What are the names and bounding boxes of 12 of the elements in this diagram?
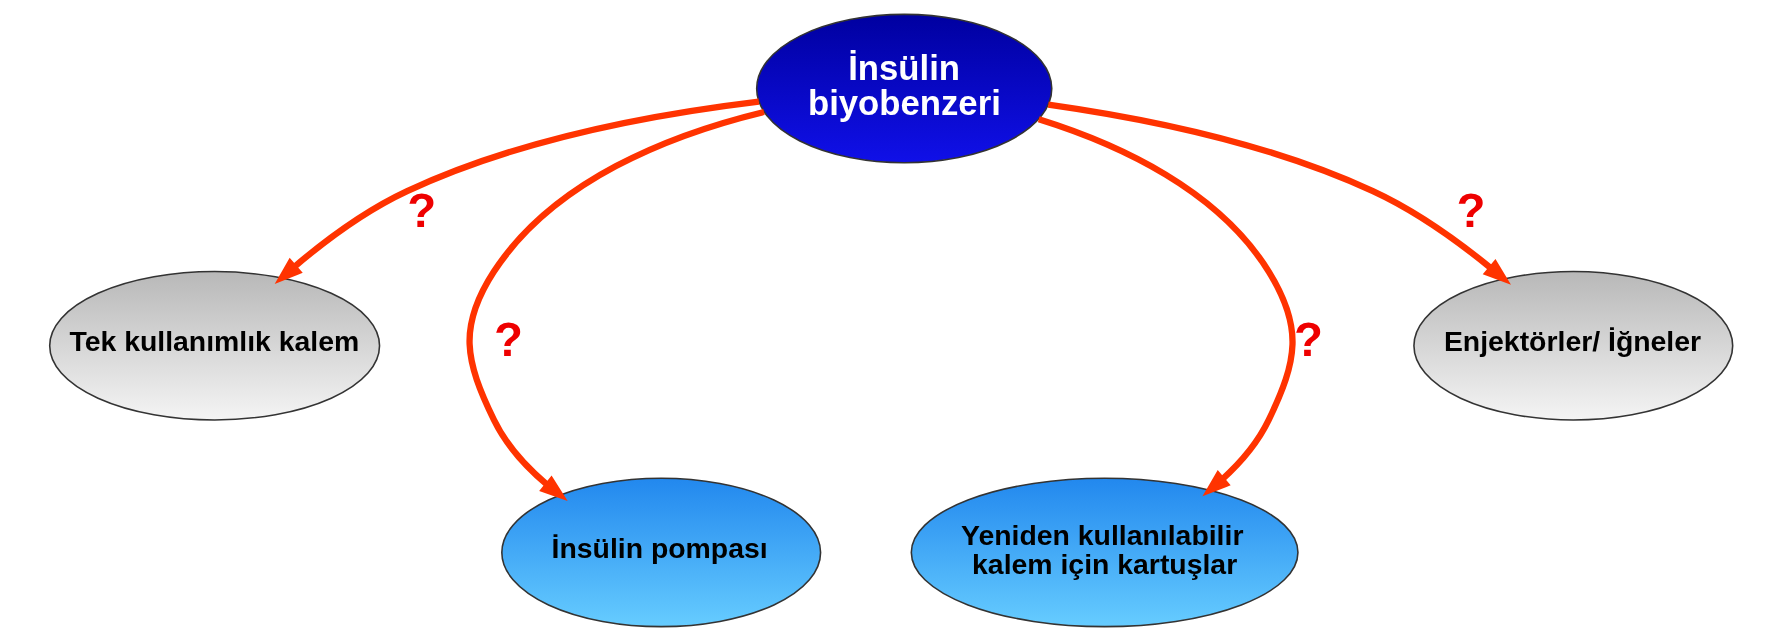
arrow (1037, 116, 1296, 497)
edge-label: ? (1293, 313, 1323, 367)
arrow (1047, 101, 1511, 285)
arrow (274, 98, 759, 284)
node-ellipse: Tek kullanımlık kalem (48, 270, 380, 421)
edge-label: ? (406, 184, 436, 238)
edge-label: ? (1456, 184, 1485, 238)
node-ellipse: İnsülin biyobenzeri (755, 13, 1053, 164)
node-ellipse: Yeniden kullanılabilir kalem için kartuşlar (910, 477, 1299, 628)
node-ellipse: Enjektörler/ İğneler (1412, 270, 1733, 421)
edge-label: ? (493, 313, 523, 367)
arrow (466, 108, 765, 502)
